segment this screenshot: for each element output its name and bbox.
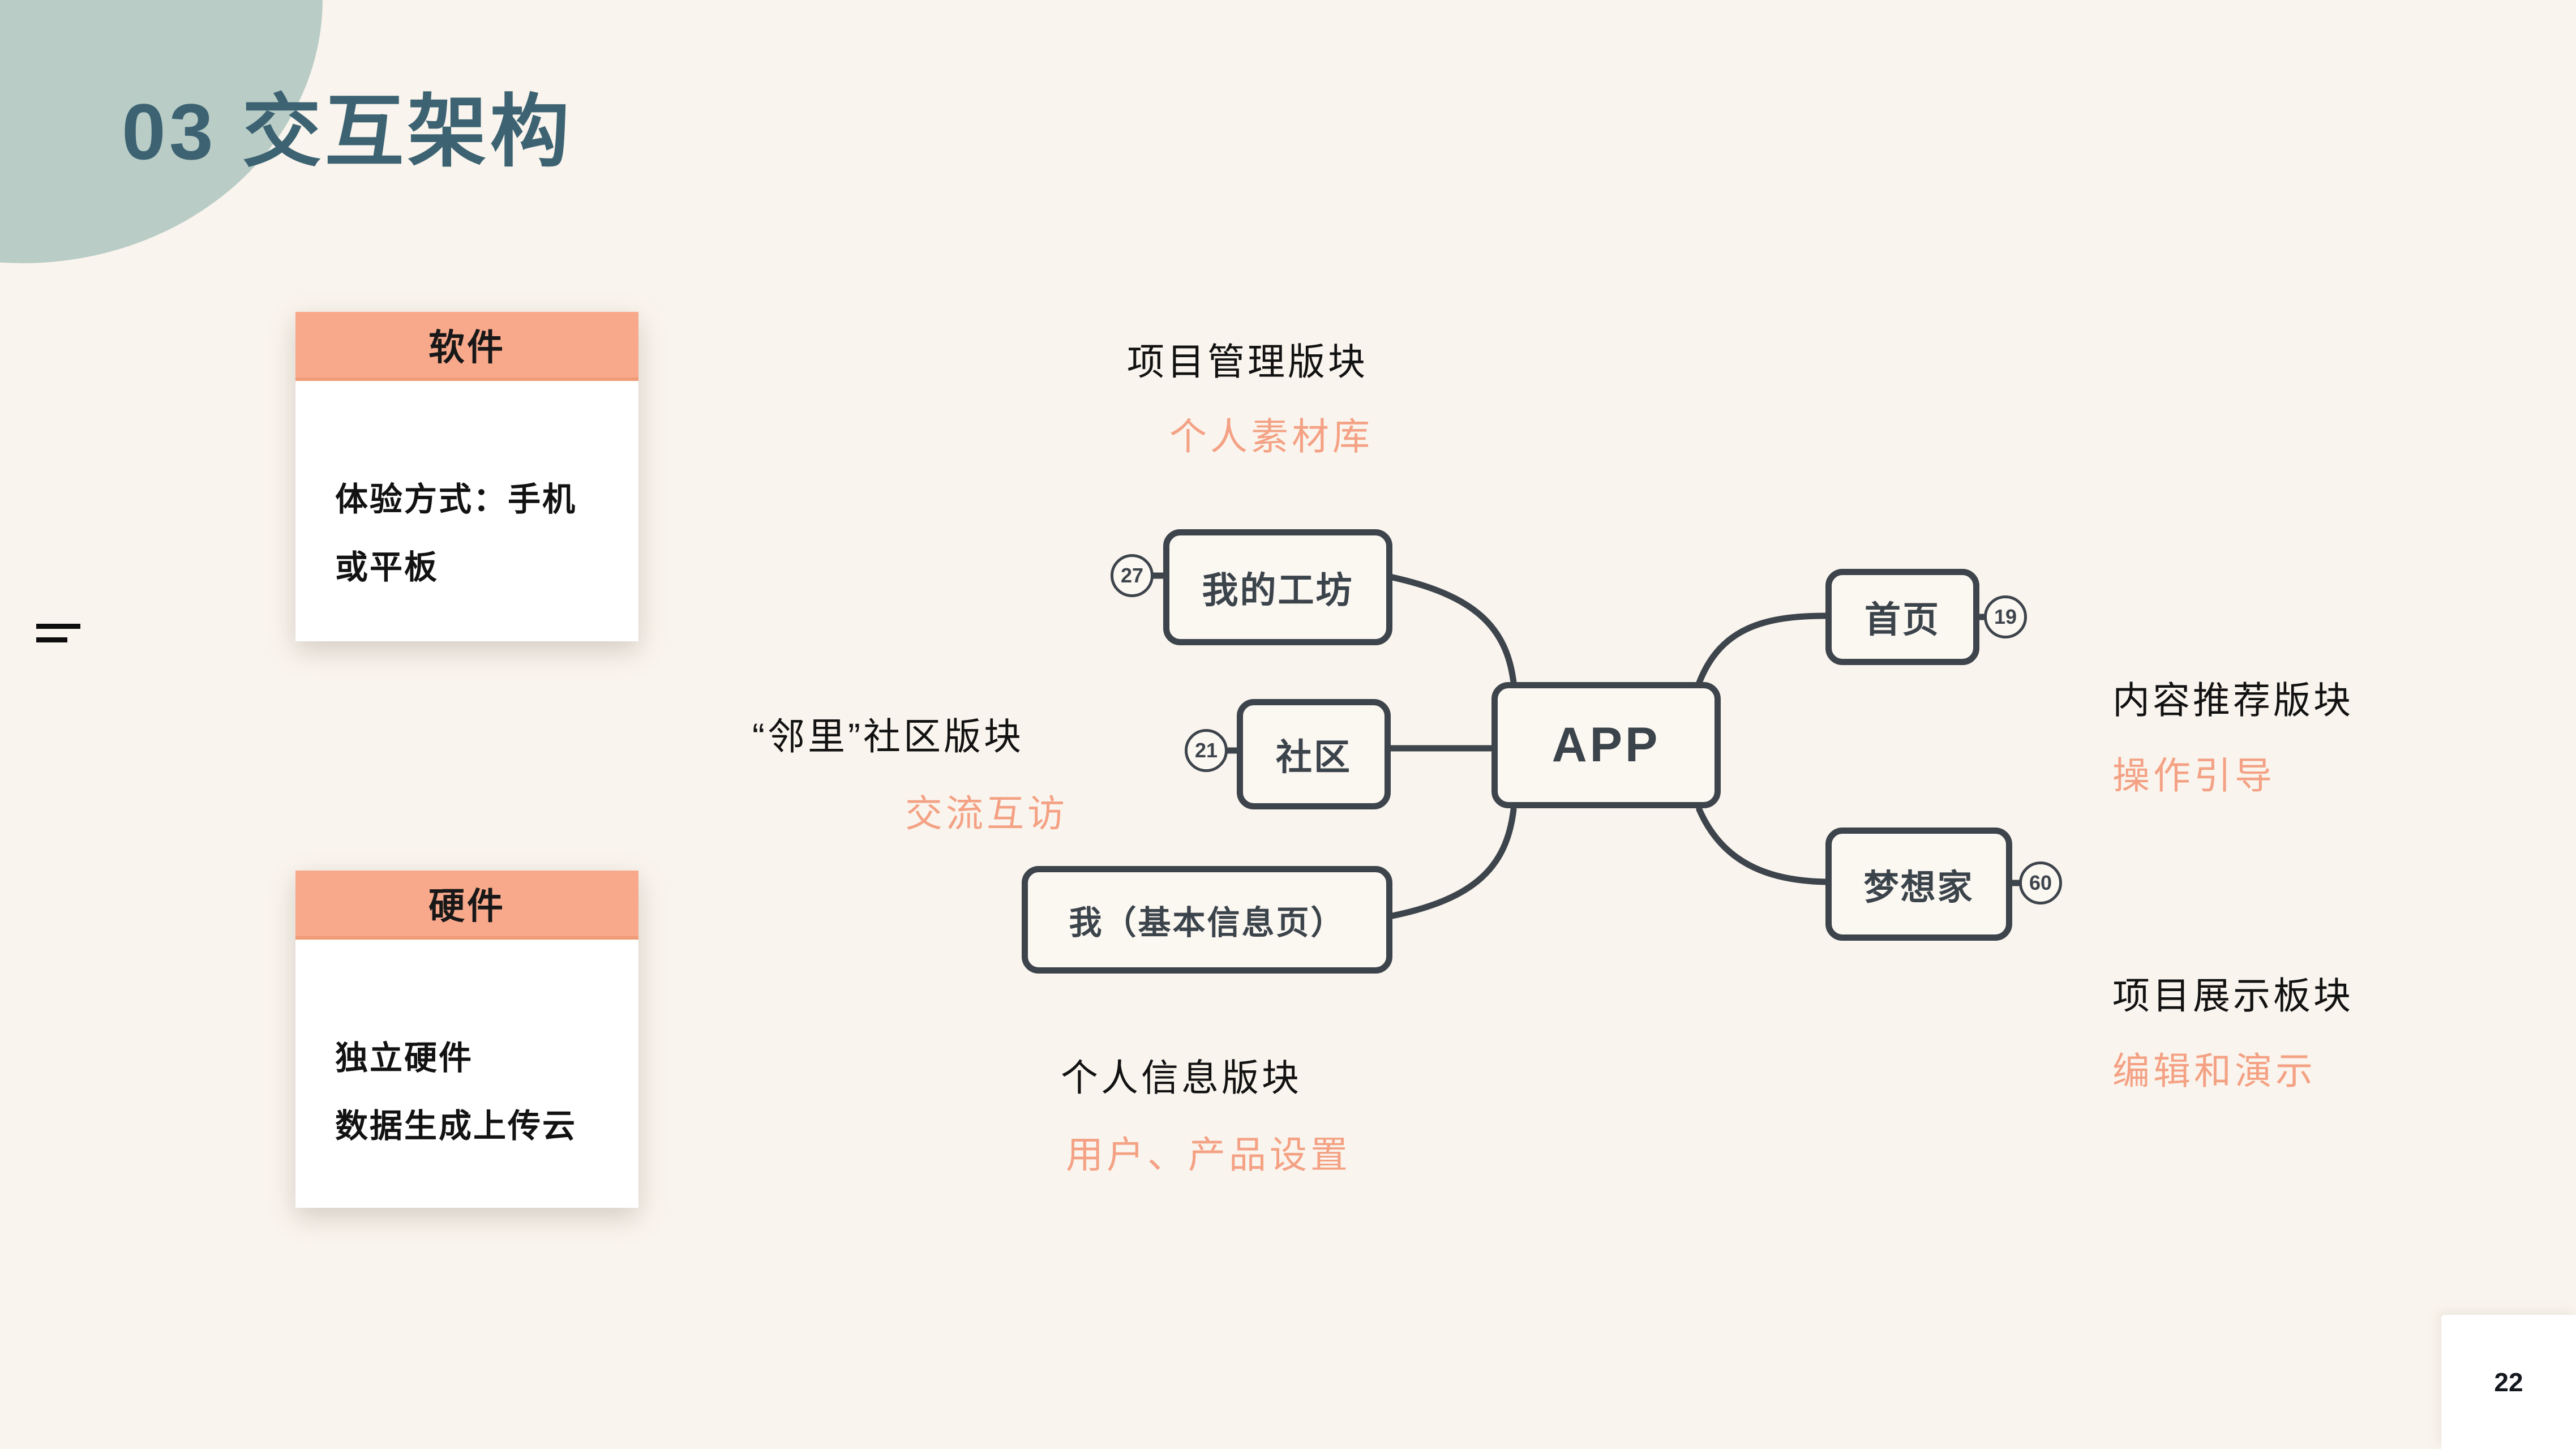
node-me-basic-info: 我（基本信息页） [1022, 866, 1392, 974]
label-neighbor-community-block: “邻里”社区版块 [752, 715, 1024, 757]
label-content-recommend-block: 内容推荐版块 [2112, 679, 2354, 721]
software-card-line: 或平板 [335, 549, 439, 586]
menu-bar-line [36, 624, 80, 629]
sublabel-edit-and-present: 编辑和演示 [2112, 1050, 2316, 1092]
label-project-display-block: 项目展示板块 [2112, 975, 2354, 1017]
sublabel-operation-guide: 操作引导 [2112, 754, 2275, 796]
software-card-header: 软件 [295, 312, 638, 381]
node-my-workshop: 我的工坊 [1163, 529, 1392, 645]
badge-dreamer-count: 60 [2019, 861, 2062, 904]
sublabel-personal-material-library: 个人素材库 [1169, 415, 1373, 457]
menu-bar-line [36, 637, 67, 642]
software-card: 软件 体验方式：手机 或平板 [295, 312, 638, 641]
software-card-line: 体验方式：手机 [335, 481, 577, 518]
hardware-card-line: 独立硬件 [335, 1040, 474, 1077]
badge-community-count: 21 [1185, 729, 1228, 772]
hardware-card-header: 硬件 [295, 871, 638, 940]
node-dreamer: 梦想家 [1825, 828, 2012, 941]
hardware-card: 硬件 独立硬件 数据生成上传云 [295, 871, 638, 1208]
software-card-body: 体验方式：手机 或平板 [295, 381, 638, 602]
badge-home-count: 19 [1984, 595, 2027, 638]
page-title: 03 交互架构 [122, 87, 573, 176]
hardware-card-line: 数据生成上传云 [335, 1108, 577, 1144]
label-project-management: 项目管理版块 [1127, 341, 1368, 383]
sublabel-user-product-settings: 用户、产品设置 [1066, 1134, 1351, 1176]
label-personal-info-block: 个人信息版块 [1061, 1057, 1302, 1099]
page-number: 22 [2494, 1367, 2523, 1397]
node-community: 社区 [1237, 699, 1391, 809]
sublabel-communication-visits: 交流互访 [905, 792, 1068, 834]
menu-bars-icon[interactable] [36, 624, 82, 645]
badge-workshop-count: 27 [1111, 554, 1154, 597]
page-number-tile: 22 [2441, 1315, 2576, 1449]
node-app-center: APP [1491, 682, 1721, 808]
node-home: 首页 [1825, 569, 1979, 665]
hardware-card-body: 独立硬件 数据生成上传云 [295, 940, 638, 1160]
